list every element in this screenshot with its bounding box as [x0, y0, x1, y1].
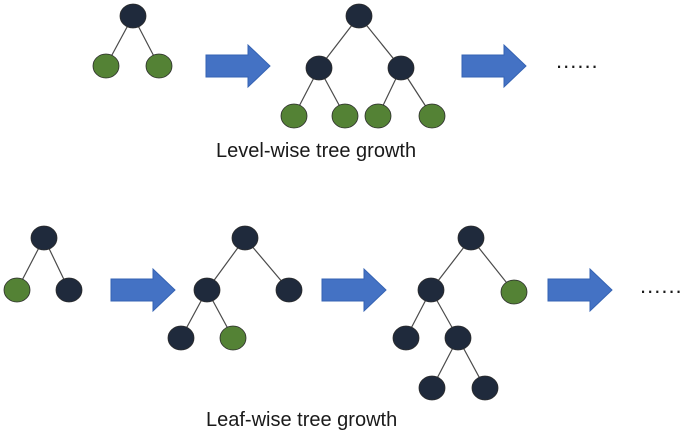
- leaf-tree-3-leaf-node: [500, 279, 528, 305]
- level-tree-1-internal-node: [119, 3, 147, 29]
- leaf-tree-2-internal-node: [167, 325, 195, 351]
- right-arrow-icon: [547, 267, 613, 313]
- leaf-tree-2-leaf-node: [219, 325, 247, 351]
- right-arrow-icon: [205, 43, 271, 89]
- leaf-tree-1-internal-node: [30, 225, 58, 251]
- nodes: [3, 3, 528, 401]
- level-wise-caption: Level-wise tree growth: [216, 140, 417, 162]
- leaf-tree-2-internal-node: [275, 277, 303, 303]
- right-arrow-icon: [461, 43, 527, 89]
- leaf-tree-3-internal-node: [418, 375, 446, 401]
- leaf-tree-3-internal-node: [417, 277, 445, 303]
- arrows: [110, 43, 613, 313]
- leaf-tree-3-internal-node: [392, 325, 420, 351]
- level-tree-2-leaf-node: [418, 103, 446, 129]
- level-tree-2-internal-node: [387, 55, 415, 81]
- leaf-tree-1-internal-node: [55, 277, 83, 303]
- right-arrow-icon: [321, 267, 387, 313]
- level-wise-continuation: ......: [556, 48, 599, 73]
- leaf-wise-continuation: ......: [640, 273, 683, 298]
- leaf-wise-caption: Leaf-wise tree growth: [206, 409, 398, 431]
- level-tree-2-internal-node: [345, 3, 373, 29]
- leaf-tree-3-internal-node: [444, 325, 472, 351]
- level-tree-2-leaf-node: [331, 103, 359, 129]
- level-tree-2-leaf-node: [364, 103, 392, 129]
- right-arrow-icon: [110, 267, 176, 313]
- edges: [16, 15, 515, 389]
- level-tree-2-internal-node: [305, 55, 333, 81]
- level-tree-1-leaf-node: [92, 53, 120, 79]
- level-tree-2-leaf-node: [280, 103, 308, 129]
- leaf-tree-2-internal-node: [231, 225, 259, 251]
- leaf-tree-3-internal-node: [471, 375, 499, 401]
- leaf-tree-3-internal-node: [457, 225, 485, 251]
- level-tree-1-leaf-node: [145, 53, 173, 79]
- leaf-tree-2-internal-node: [193, 277, 221, 303]
- leaf-tree-1-leaf-node: [3, 277, 31, 303]
